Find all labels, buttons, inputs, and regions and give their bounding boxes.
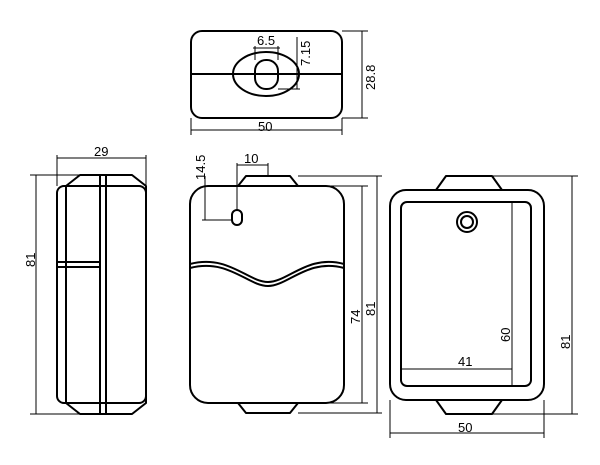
back-inner-height-label: 60: [498, 328, 513, 342]
front-height-label: 81: [363, 302, 378, 316]
front-view-body: [189, 185, 345, 404]
back-view-top-tab: [435, 175, 503, 191]
front-view-bottom-tab: [237, 402, 299, 414]
hole-depth-label: 7.15: [298, 41, 313, 66]
back-view-mount-hole-inner: [460, 215, 474, 229]
front-inner-height-label: 74: [348, 310, 363, 324]
front-offset-top-label: 14.5: [193, 155, 208, 180]
top-view-hole: [254, 59, 279, 90]
back-height-label: 81: [558, 335, 573, 349]
side-height-label: 81: [23, 253, 38, 267]
front-offset-x-label: 10: [244, 151, 258, 166]
side-view-flange: [65, 174, 147, 415]
top-width-label: 50: [258, 119, 272, 134]
back-view-inner: [400, 201, 532, 387]
top-height-label: 28.8: [363, 65, 378, 90]
front-view-wave-lower: [189, 265, 345, 287]
hole-diameter-label: 6.5: [257, 33, 275, 48]
front-view-slot: [231, 209, 243, 226]
back-view-bottom-tab: [435, 399, 503, 415]
front-view-wave-upper: [189, 261, 345, 283]
back-width-label: 50: [458, 420, 472, 435]
back-inner-width-label: 41: [458, 354, 472, 369]
side-view: 29 81: [23, 144, 147, 415]
back-view-mount-hole-outer: [456, 211, 478, 233]
back-view: 60 41 81 50: [389, 175, 578, 438]
top-view: 6.5 7.15 50 28.8: [190, 30, 378, 135]
front-view: 14.5 10 74 81: [189, 151, 382, 414]
side-width-label: 29: [94, 144, 108, 159]
back-view-outer: [389, 189, 545, 401]
front-view-top-tab: [237, 175, 299, 187]
top-view-boss: [232, 51, 300, 97]
side-view-body: [56, 185, 147, 404]
